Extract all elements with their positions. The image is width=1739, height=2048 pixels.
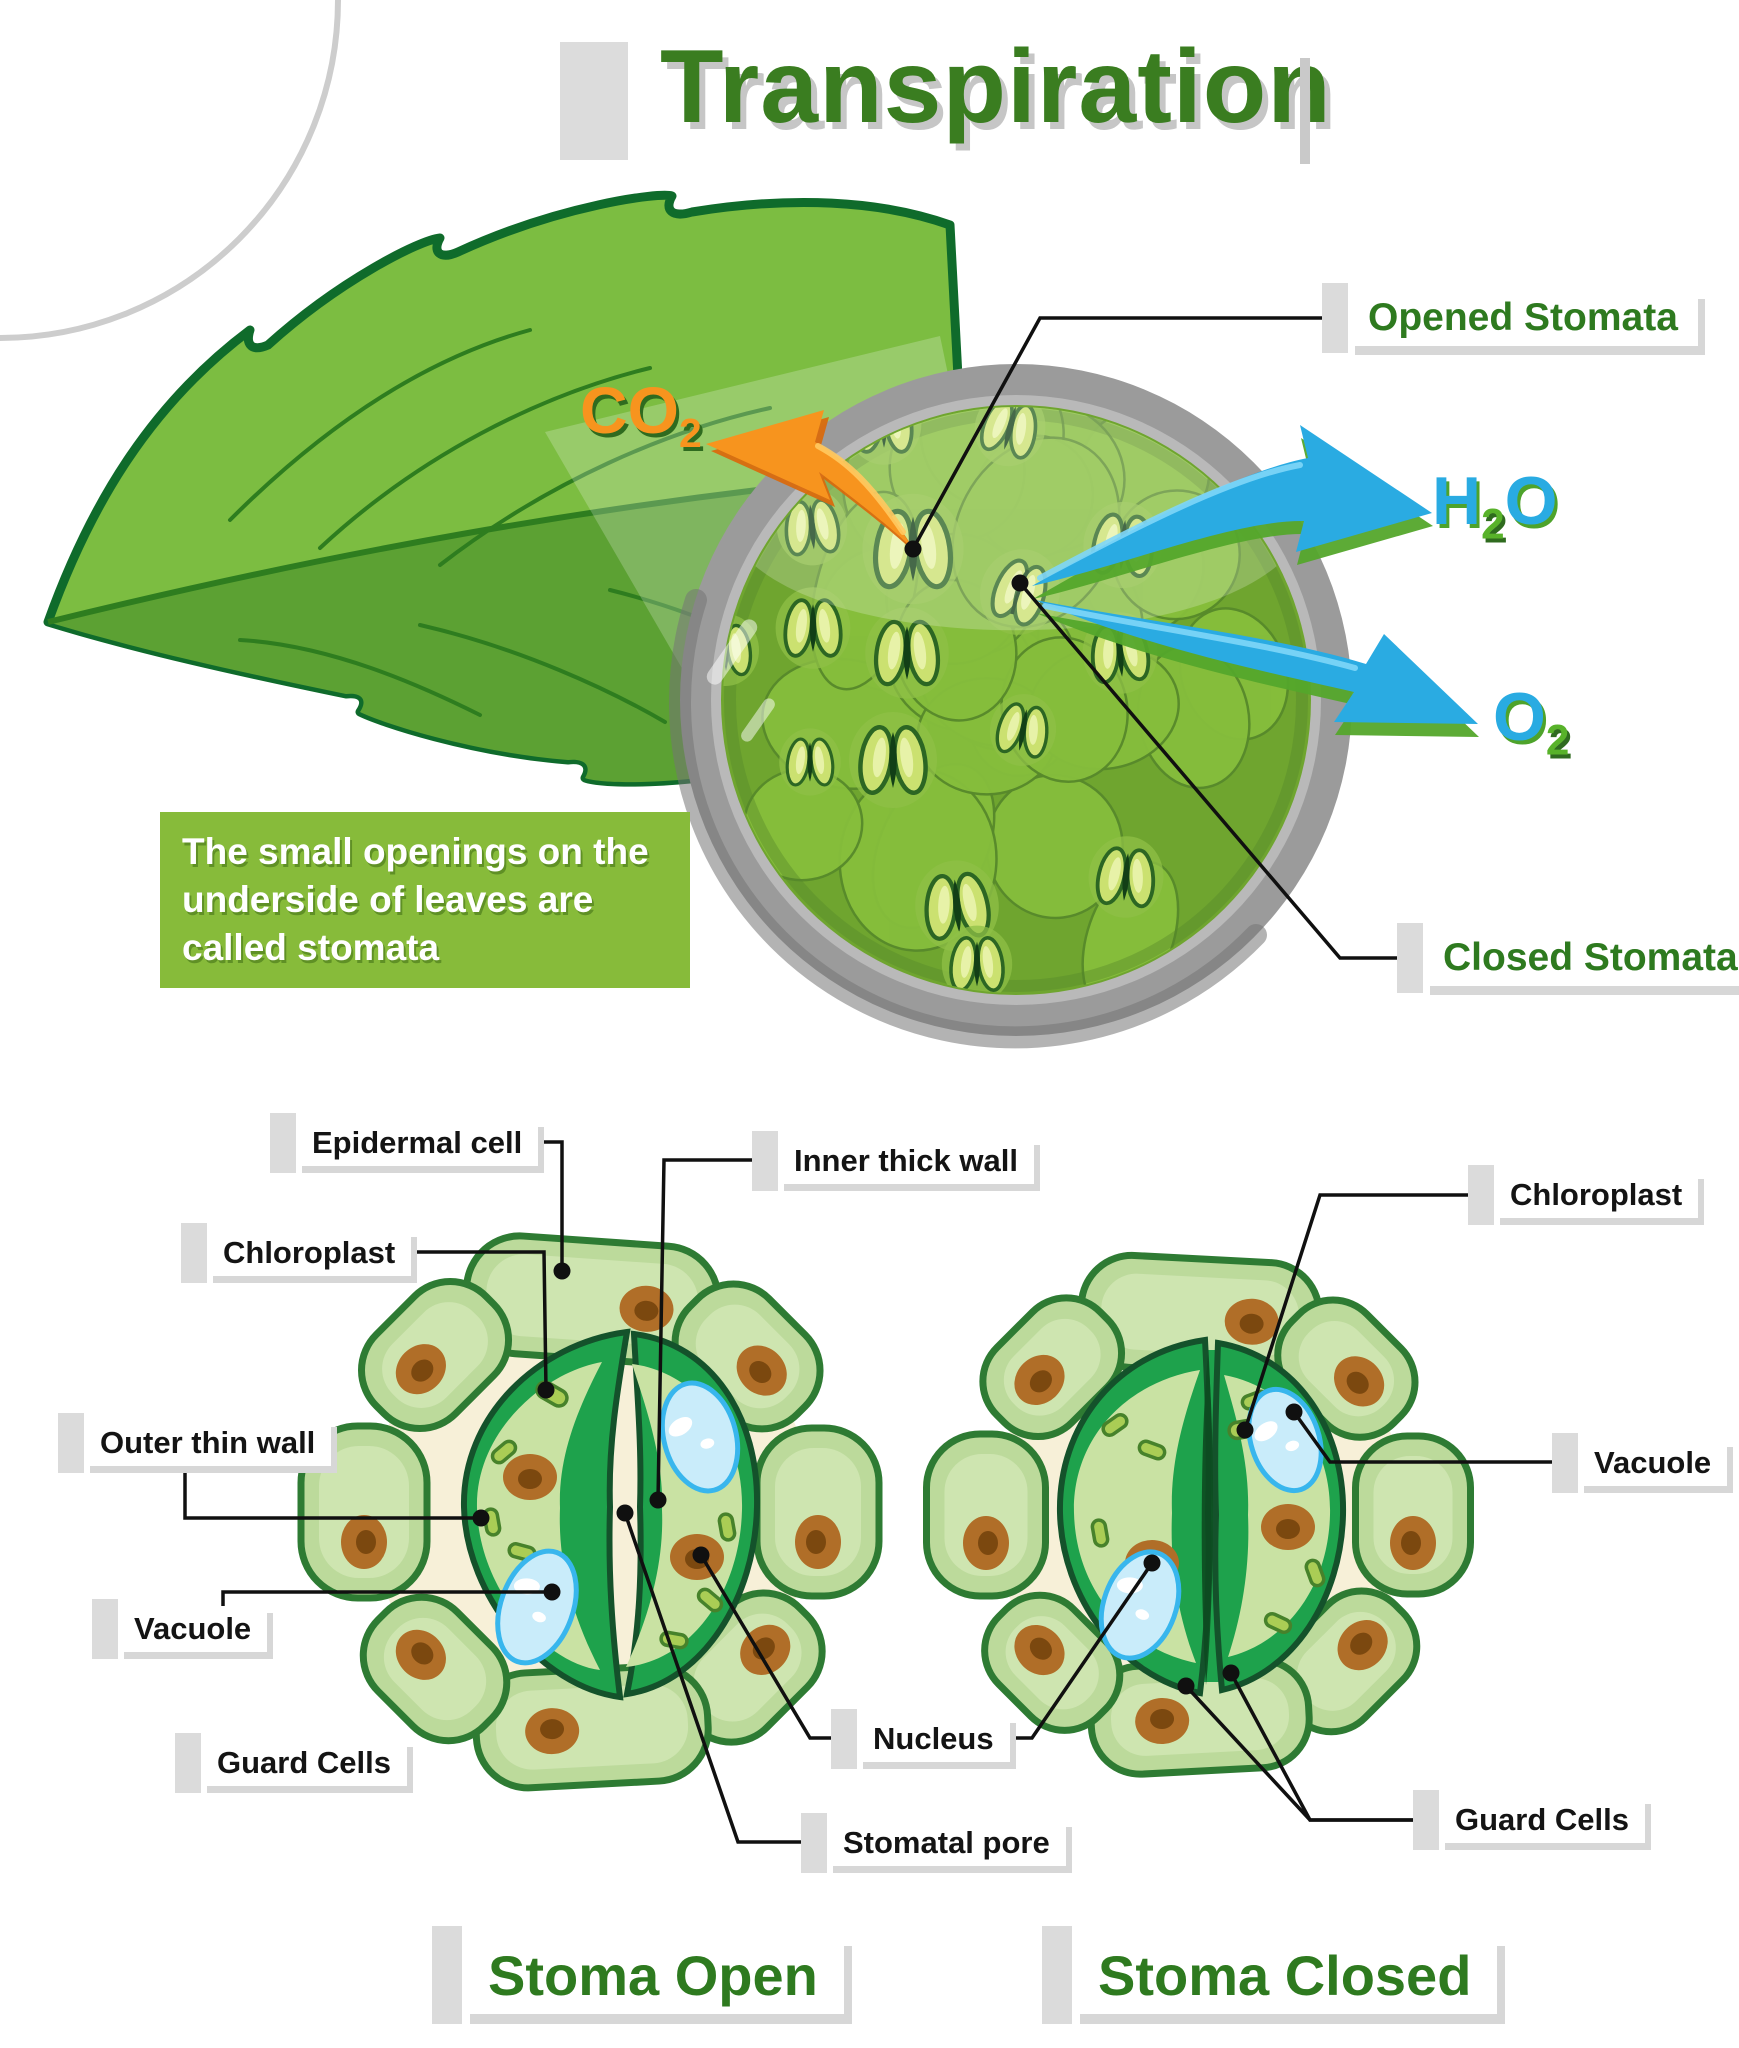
o2-arrow [1035, 600, 1479, 737]
label-stomatal-pore: Stomatal pore [801, 1813, 1066, 1873]
o2-label: O2 [1493, 679, 1570, 764]
stoma-closed-title: Stoma Closed [1041, 1926, 1498, 2024]
epidermal-cell [753, 1424, 883, 1600]
h2o-label: H2O [1432, 463, 1558, 548]
epidermal-cell [357, 1277, 513, 1433]
epidermal-cell [979, 1294, 1126, 1441]
epidermal-cell [472, 1662, 712, 1792]
label-outer-thin-wall: Outer thin wall [57, 1413, 332, 1473]
label-guard-cells-left: Guard Cells [175, 1733, 407, 1793]
label-chloroplast-right: Chloroplast [1467, 1165, 1699, 1225]
co2-arrow [706, 410, 918, 556]
label-nucleus: Nucleus [831, 1709, 1010, 1769]
connector-lines [183, 316, 1552, 1844]
stoma-open-title: Stoma Open [432, 1926, 844, 2024]
info-box: The small openings on the underside of l… [160, 812, 690, 989]
epidermal-cell [359, 1593, 511, 1745]
label-guard-cells-right: Guard Cells [1413, 1790, 1645, 1850]
title-accent-block [560, 42, 628, 160]
label-closed-stomata: Closed Stomata [1397, 923, 1739, 993]
label-inner-thick-wall: Inner thick wall [752, 1131, 1034, 1191]
label-opened-stomata: Opened Stomata [1322, 283, 1698, 353]
stoma-closed-diagram [923, 1251, 1474, 1778]
guard-cells-closed [1056, 1336, 1347, 1697]
page-title: Transpiration [660, 29, 1332, 145]
label-epidermal-cell: Epidermal cell [269, 1113, 539, 1173]
title-accent-bar [1300, 58, 1310, 164]
h2o-arrow [1032, 425, 1433, 599]
epidermal-cell [462, 1232, 722, 1368]
label-vacuole-right: Vacuole [1551, 1433, 1728, 1493]
label-chloroplast-left: Chloroplast [180, 1223, 412, 1283]
epidermal-cell [1274, 1296, 1419, 1441]
epidermal-cell [981, 1591, 1124, 1734]
epidermal-cell [297, 1422, 431, 1602]
label-vacuole-left: Vacuole [91, 1599, 268, 1659]
epidermal-cell [1352, 1432, 1474, 1598]
co2-label: CO2 [580, 373, 702, 457]
epidermal-cell [923, 1430, 1049, 1600]
